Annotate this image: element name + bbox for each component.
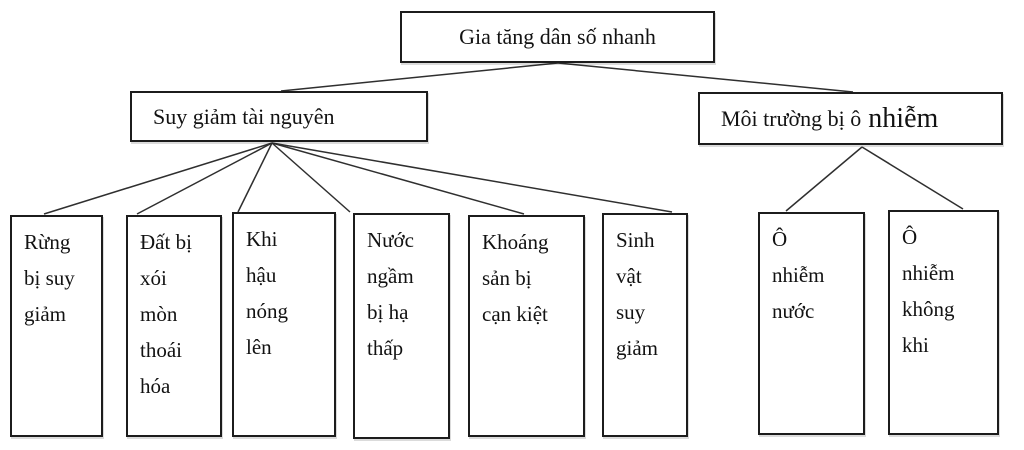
connector-environment-to-water (785, 146, 863, 212)
node-forest-decline-label: Rừng bị suy giảm (24, 230, 75, 326)
connector-root-to-resources (280, 62, 559, 92)
node-climate-warming-label: Khi hậu nóng lên (246, 227, 288, 359)
node-root: Gia tăng dân số nhanh (400, 11, 715, 63)
node-groundwater-lowered: Nước ngầm bị hạ thấp (353, 213, 450, 439)
connector-resources-to-organisms (271, 142, 673, 213)
node-environment-polluted-label-emphasis: nhiễm (868, 102, 939, 134)
node-groundwater-lowered-label: Nước ngầm bị hạ thấp (367, 228, 414, 360)
node-forest-decline: Rừng bị suy giảm (10, 215, 103, 437)
node-air-pollution: Ô nhiễm không khi (888, 210, 999, 435)
connector-resources-to-soil (136, 142, 273, 215)
node-minerals-depleted-label: Khoáng sản bị cạn kiệt (482, 230, 549, 326)
node-organisms-decline-label: Sinh vật suy giảm (616, 228, 658, 360)
node-resource-decline-label: Suy giảm tài nguyên (153, 103, 335, 129)
connector-resources-to-forest (43, 142, 273, 215)
node-environment-polluted: Môi trường bị ô nhiễm (698, 92, 1003, 145)
node-water-pollution: Ô nhiễm nước (758, 212, 865, 435)
node-minerals-depleted: Khoáng sản bị cạn kiệt (468, 215, 585, 437)
node-air-pollution-label: Ô nhiễm không khi (902, 225, 955, 357)
node-soil-erosion-label: Đất bị xói mòn thoái hóa (140, 230, 192, 398)
node-root-label: Gia tăng dân số nhanh (459, 24, 656, 49)
node-climate-warming: Khi hậu nóng lên (232, 212, 336, 437)
connector-resources-to-climate (237, 142, 273, 213)
node-environment-polluted-label: Môi trường bị ô (721, 105, 862, 131)
node-organisms-decline: Sinh vật suy giảm (602, 213, 688, 437)
node-soil-erosion: Đất bị xói mòn thoái hóa (126, 215, 222, 437)
node-water-pollution-label: Ô nhiễm nước (772, 227, 825, 323)
connector-environment-to-air (861, 146, 964, 210)
connector-resources-to-groundwater (271, 142, 351, 213)
connector-root-to-environment (557, 62, 854, 93)
node-resource-decline: Suy giảm tài nguyên (130, 91, 428, 142)
connector-resources-to-minerals (271, 142, 525, 215)
